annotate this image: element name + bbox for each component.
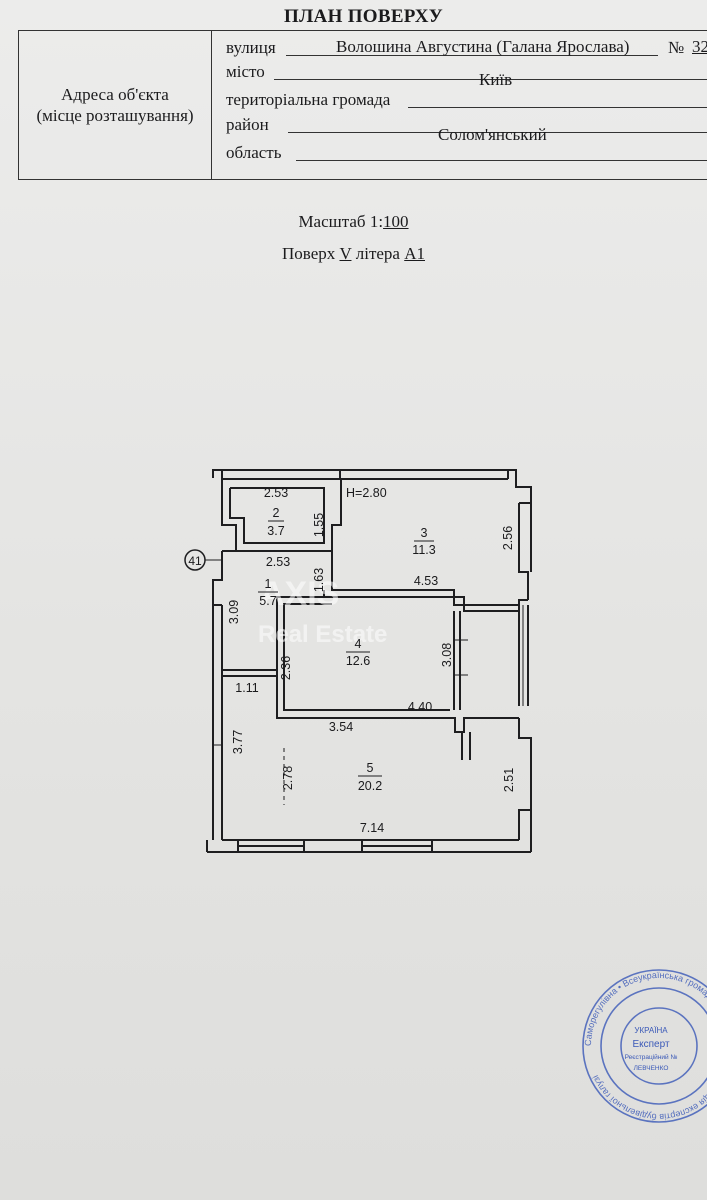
address-label-line1: Адреса об'єкта bbox=[61, 85, 169, 104]
district-line bbox=[288, 132, 707, 133]
room3-bottom-wall bbox=[331, 551, 528, 606]
corridor-left-wall bbox=[212, 551, 223, 600]
scale-label: Масштаб 1: bbox=[298, 212, 384, 231]
stamp-center-ring bbox=[620, 1007, 698, 1085]
city-label: місто bbox=[226, 62, 265, 81]
floor-line: Поверх V літера A1 bbox=[0, 244, 707, 264]
corridor-width-dim: 1.11 bbox=[235, 681, 258, 695]
street-row: вулиця Волошина Августина (Галана Яросла… bbox=[226, 36, 707, 60]
stamp-name: ЛЕВЧЕНКО bbox=[634, 1065, 669, 1072]
district-value: Солом'янський bbox=[438, 125, 547, 144]
room5-left-outer-dim: 3.77 bbox=[231, 730, 245, 754]
street-label: вулиця bbox=[226, 38, 276, 57]
room1-area: 5.7 bbox=[259, 594, 276, 608]
room4-area: 12.6 bbox=[346, 654, 370, 668]
community-row: територіальна громада bbox=[226, 88, 707, 112]
document-title: ПЛАН ПОВЕРХУ bbox=[284, 6, 443, 27]
region-line bbox=[296, 160, 707, 161]
room4-right-dim: 3.08 bbox=[440, 643, 454, 667]
room2-side-dim: 1.55 bbox=[312, 513, 326, 537]
scale-line: Масштаб 1:100 bbox=[0, 212, 707, 232]
city-value: Київ bbox=[479, 70, 513, 89]
right-wall-upper bbox=[518, 503, 529, 600]
community-line bbox=[408, 107, 707, 108]
room4-number: 4 bbox=[355, 637, 362, 651]
stamp-sub: Реєстраційний № bbox=[625, 1053, 678, 1061]
house-value: 32- bbox=[692, 37, 707, 56]
axis-marker-label: 41 bbox=[188, 554, 202, 568]
room2-inner bbox=[229, 487, 325, 544]
floor-value: V bbox=[339, 244, 352, 263]
room4-left-wall bbox=[276, 596, 519, 733]
ceiling-height: H=2.80 bbox=[346, 486, 387, 500]
room5-area: 20.2 bbox=[358, 779, 382, 793]
letter-value: A1 bbox=[404, 244, 425, 263]
watermark-brand: AXIS bbox=[260, 575, 339, 613]
room5-bottom-dim: 7.14 bbox=[360, 821, 384, 835]
room2-number: 2 bbox=[273, 506, 280, 520]
corridor-height-dim: 3.09 bbox=[227, 600, 241, 624]
address-label-line2: (місце розташування) bbox=[36, 106, 194, 125]
room4-bottom-dim: 4.40 bbox=[408, 700, 432, 714]
watermark-sub: Real Estate bbox=[258, 621, 387, 648]
region-row: область bbox=[226, 141, 707, 165]
stamp-title: Експерт bbox=[632, 1039, 669, 1050]
letter-label: літера bbox=[355, 244, 400, 263]
room2-area: 3.7 bbox=[267, 524, 284, 538]
room4-left-inner bbox=[283, 603, 450, 711]
community-label: територіальна громада bbox=[226, 90, 391, 109]
room3-bottom-dim: 4.53 bbox=[414, 574, 438, 588]
room5-top-dim: 3.54 bbox=[329, 720, 353, 734]
room3-number: 3 bbox=[421, 526, 428, 540]
city-line bbox=[274, 79, 707, 80]
room5-right-dim: 2.51 bbox=[502, 768, 516, 792]
room1-side-dim: 1.63 bbox=[312, 568, 326, 592]
stamp-outer-ring bbox=[582, 969, 707, 1123]
room2-wall bbox=[221, 479, 342, 552]
room4-top-wall bbox=[323, 590, 519, 612]
district-row: район Солом'янський bbox=[226, 113, 707, 144]
district-label: район bbox=[226, 115, 269, 134]
stamp-country: УКРАЇНА bbox=[634, 1026, 668, 1035]
address-label-cell: Адреса об'єкта (місце розташування) bbox=[19, 31, 212, 179]
room1-number: 1 bbox=[265, 577, 272, 591]
official-stamp: Саморегулівна • Всеукраїнська громадська… bbox=[582, 969, 707, 1123]
stamp-inner-ring bbox=[600, 987, 707, 1105]
house-label: № bbox=[668, 38, 685, 57]
room3-area: 11.3 bbox=[412, 543, 435, 557]
street-line bbox=[286, 55, 658, 56]
region-label: область bbox=[226, 143, 282, 162]
address-table: Адреса об'єкта (місце розташування) вули… bbox=[18, 30, 707, 180]
city-row: місто Київ bbox=[226, 60, 707, 89]
room5-number: 5 bbox=[367, 761, 374, 775]
scale-value: 100 bbox=[383, 212, 409, 231]
room2-bottom-dim: 2.53 bbox=[266, 555, 290, 569]
room2-top-dim: 2.53 bbox=[264, 486, 288, 500]
street-value: Волошина Августина (Галана Ярослава) bbox=[336, 37, 630, 56]
floor-label: Поверх bbox=[282, 244, 336, 263]
room3-side-dim: 2.56 bbox=[501, 526, 515, 550]
room5-left-inner-dim: 2.78 bbox=[281, 766, 295, 790]
room4-side-dim: 2.36 bbox=[279, 656, 293, 680]
right-wall-lower bbox=[518, 718, 532, 840]
